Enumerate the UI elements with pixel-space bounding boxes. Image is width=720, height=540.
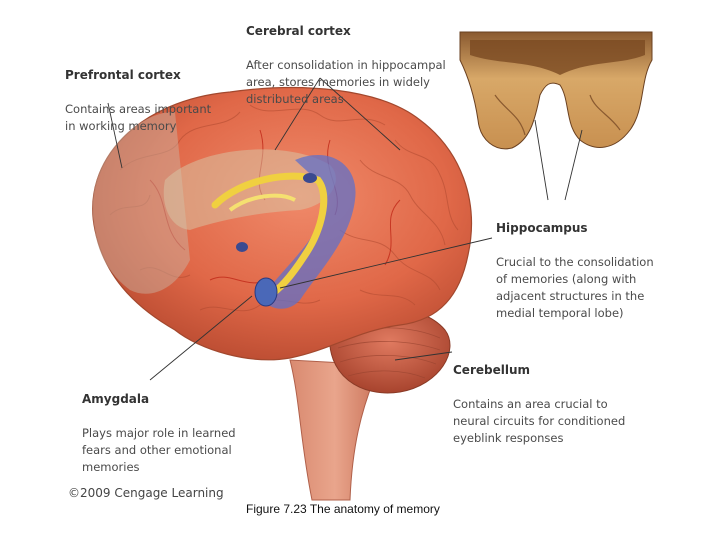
fornix-shape [211,172,328,300]
brain-stem [289,359,381,501]
figure-caption: Figure 7.23 The anatomy of memory [246,502,440,516]
cerebellum-leader [394,351,453,361]
copyright-credit: ©2009 Cengage Learning [68,486,224,500]
hippocampus-leader-2 [564,129,583,201]
label-prefrontal: Prefrontal cortex Contains areas importa… [65,50,211,135]
label-amygdala: Amygdala Plays major role in learned fea… [82,374,236,476]
hippocampal-region [262,154,356,309]
cerebral-leader-1 [274,77,321,151]
cerebral-leader-2 [319,77,401,151]
prefrontal-title: Prefrontal cortex [65,68,181,82]
prefrontal-leader [107,102,123,169]
amygdala-title: Amygdala [82,392,150,406]
cerebral-desc: After consolidation in hippocampal area,… [246,58,446,106]
cerebral-title: Cerebral cortex [246,24,351,38]
hippocampus-title: Hippocampus [496,221,588,235]
hippocampus-leader-3 [279,237,493,289]
prefrontal-region [92,111,190,294]
cerebellum-desc: Contains an area crucial to neural circu… [453,397,626,445]
label-cerebral-cortex: Cerebral cortex After consolidation in h… [246,6,446,108]
amygdala-shape [254,277,278,307]
amygdala-leader [149,295,253,381]
label-hippocampus: Hippocampus Crucial to the consolidation… [496,203,654,322]
label-cerebellum: Cerebellum Contains an area crucial to n… [453,345,625,447]
hippocampus-specimen [459,31,653,150]
cerebrum-shape [92,87,472,361]
amygdala-desc: Plays major role in learned fears and ot… [82,426,236,474]
cerebellum-title: Cerebellum [453,363,531,377]
hippocampus-desc: Crucial to the consolidation of memories… [496,255,654,320]
hippocampus-leader-1 [534,119,549,201]
prefrontal-desc: Contains areas important in working memo… [65,102,212,133]
